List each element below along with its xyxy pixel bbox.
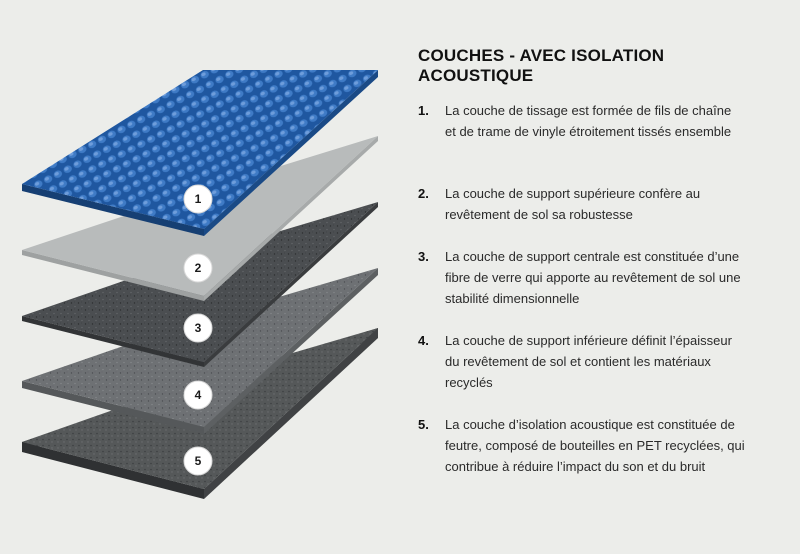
layer-4-badge: 4	[183, 380, 213, 410]
layer-4-badge-number: 4	[195, 388, 202, 402]
list-marker: 1.	[418, 103, 429, 118]
layer-5-badge: 5	[183, 446, 213, 476]
list-marker: 4.	[418, 333, 429, 348]
layer-3-badge: 3	[183, 313, 213, 343]
layer-2-badge-number: 2	[195, 261, 202, 275]
layer-3-badge-number: 3	[195, 321, 202, 335]
layer-1-badge: 1	[183, 184, 213, 214]
layer-2-badge: 2	[183, 253, 213, 283]
woven-vinyl-layer-shape	[22, 70, 378, 236]
list-marker: 2.	[418, 186, 429, 201]
layer-description-text: La couche d’isolation acoustique est con…	[445, 417, 745, 474]
layer-description-text: La couche de support supérieure confère …	[445, 186, 701, 222]
page-title: COUCHES - AVEC ISOLATION ACOUSTIQUE	[418, 46, 665, 85]
layer-description-text: La couche de support inférieure définit …	[445, 333, 732, 390]
layer-description-text: La couche de tissage est formée de fils …	[445, 103, 732, 139]
list-marker: 5.	[418, 417, 429, 432]
layers-illustration: 1 2 3 4 5	[22, 70, 378, 499]
layer-description-text: La couche de support centrale est consti…	[445, 249, 741, 306]
layer-1-badge-number: 1	[195, 192, 202, 206]
list-marker: 3.	[418, 249, 429, 264]
layer-5-badge-number: 5	[195, 454, 202, 468]
